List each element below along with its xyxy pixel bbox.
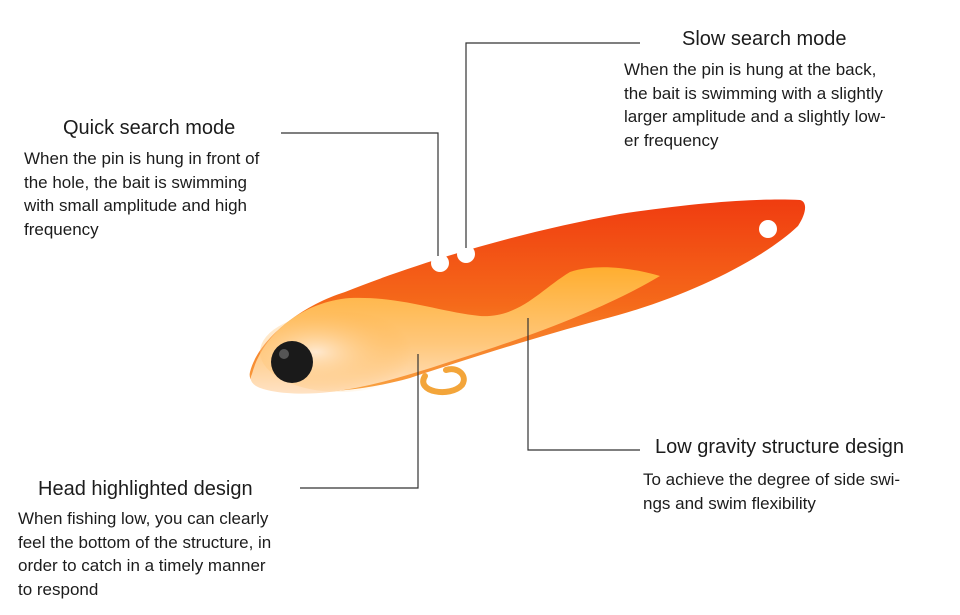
pin-hole-back — [457, 245, 475, 263]
split-ring — [420, 366, 467, 395]
slow-search-description: When the pin is hung at the back, the ba… — [624, 58, 886, 152]
head-highlight-description: When fishing low, you can clearly feel t… — [18, 507, 271, 601]
description-line: When fishing low, you can clearly — [18, 509, 269, 528]
description-line: frequency — [24, 219, 99, 239]
low-gravity-description: To achieve the degree of side swi- ngs a… — [643, 468, 900, 515]
tail-hole — [759, 220, 777, 238]
head-highlight-title: Head highlighted design — [38, 478, 253, 500]
quick-search-description: When the pin is hung in front of the hol… — [24, 147, 259, 241]
description-line: larger amplitude and a slightly low- — [624, 107, 886, 126]
quick-search-title: Quick search mode — [63, 117, 236, 139]
description-line: the hole, the bait is swimming — [24, 172, 247, 192]
low-gravity-title: Low gravity structure design — [655, 436, 905, 458]
description-line: to respond — [18, 579, 99, 599]
description-line: When the pin is hung at the back, — [624, 60, 877, 79]
slow-search-title: Slow search mode — [682, 28, 847, 50]
leader-quick — [281, 132, 439, 256]
description-line: order to catch in a timely manner — [18, 556, 266, 575]
leader-head — [300, 354, 419, 489]
description-line: ngs and swim flexibility — [643, 493, 816, 513]
description-line: with small amplitude and high — [24, 196, 248, 215]
description-line: the bait is swimming with a slightly — [624, 83, 883, 103]
description-line: To achieve the degree of side swi- — [643, 470, 901, 489]
description-line: er frequency — [624, 130, 719, 150]
leader-gravity — [527, 318, 640, 451]
description-line: When the pin is hung in front of — [24, 149, 260, 168]
pin-hole-front — [431, 254, 449, 272]
eye — [271, 341, 313, 383]
description-line: feel the bottom of the structure, in — [18, 532, 272, 552]
leader-slow — [465, 42, 640, 248]
